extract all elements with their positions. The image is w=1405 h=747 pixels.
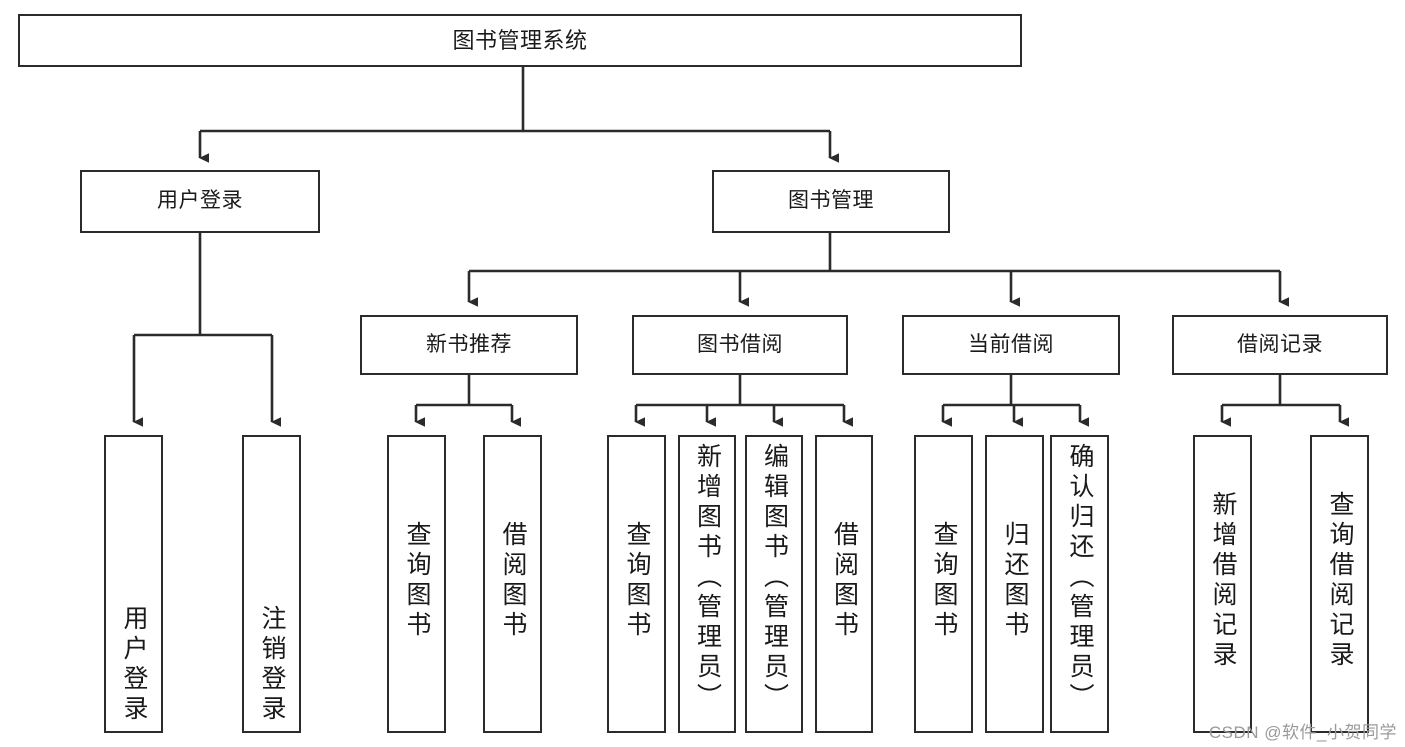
node-label: 查询图书 bbox=[403, 521, 431, 641]
node-label: 用户登录 bbox=[157, 189, 243, 213]
node-book-borrow[interactable]: 图书借阅 bbox=[632, 315, 848, 375]
node-leaf-query-borrow-record[interactable]: 查询借阅记录 bbox=[1310, 435, 1369, 733]
node-root-book-management-system[interactable]: 图书管理系统 bbox=[18, 14, 1022, 67]
node-label: 图书管理系统 bbox=[452, 27, 588, 53]
node-book-manage[interactable]: 图书管理 bbox=[712, 170, 950, 233]
node-leaf-add-borrow-record[interactable]: 新增借阅记录 bbox=[1193, 435, 1252, 733]
node-leaf-query-book-current[interactable]: 查询图书 bbox=[914, 435, 973, 733]
node-label: 查询图书 bbox=[930, 521, 958, 641]
node-label: 图书管理 bbox=[788, 189, 874, 213]
node-label: 新增图书（管理员） bbox=[693, 443, 722, 713]
node-label: 图书借阅 bbox=[697, 332, 783, 356]
node-label: 借阅图书 bbox=[499, 521, 527, 641]
node-label: 新增借阅记录 bbox=[1209, 491, 1237, 671]
node-leaf-return-book[interactable]: 归还图书 bbox=[985, 435, 1044, 733]
node-leaf-confirm-return[interactable]: 确认归还（管理员） bbox=[1050, 435, 1109, 733]
node-label: 借阅记录 bbox=[1237, 332, 1323, 356]
node-leaf-borrow-book[interactable]: 借阅图书 bbox=[815, 435, 873, 733]
node-label: 注销登录 bbox=[258, 605, 286, 725]
node-label: 查询借阅记录 bbox=[1326, 491, 1354, 671]
csdn-watermark: CSDN @软件_小贺同学 bbox=[1208, 723, 1397, 742]
node-label: 查询图书 bbox=[623, 521, 651, 641]
node-label: 归还图书 bbox=[1001, 521, 1029, 641]
node-borrow-record[interactable]: 借阅记录 bbox=[1172, 315, 1388, 375]
node-leaf-query-book-recommend[interactable]: 查询图书 bbox=[387, 435, 446, 733]
node-new-book-recommend[interactable]: 新书推荐 bbox=[360, 315, 578, 375]
node-label: 确认归还（管理员） bbox=[1066, 443, 1094, 713]
node-leaf-query-book-borrow[interactable]: 查询图书 bbox=[607, 435, 666, 733]
node-label: 用户登录 bbox=[120, 605, 148, 725]
node-label: 借阅图书 bbox=[830, 521, 859, 641]
node-label: 当前借阅 bbox=[968, 332, 1054, 356]
node-user-login[interactable]: 用户登录 bbox=[80, 170, 320, 233]
node-leaf-edit-book[interactable]: 编辑图书（管理员） bbox=[745, 435, 803, 733]
node-leaf-user-login[interactable]: 用户登录 bbox=[104, 435, 163, 733]
node-leaf-borrow-book-recommend[interactable]: 借阅图书 bbox=[483, 435, 542, 733]
node-leaf-add-book[interactable]: 新增图书（管理员） bbox=[678, 435, 736, 733]
node-leaf-logout-login[interactable]: 注销登录 bbox=[242, 435, 301, 733]
node-current-borrow[interactable]: 当前借阅 bbox=[902, 315, 1120, 375]
node-label: 编辑图书（管理员） bbox=[760, 443, 789, 713]
node-label: 新书推荐 bbox=[426, 332, 512, 356]
